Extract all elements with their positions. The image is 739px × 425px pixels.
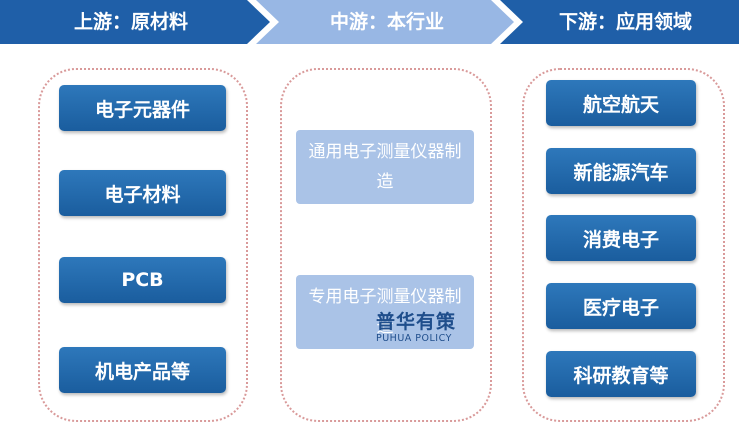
midstream-group [280,68,492,422]
upstream-item: 机电产品等 [59,347,226,393]
stage-arrow-downstream [500,0,739,44]
upstream-item: PCB [59,257,226,303]
downstream-item: 科研教育等 [546,351,696,397]
stage-arrow-midstream [256,0,514,44]
stage-label-downstream: 下游：应用领域 [558,11,692,33]
downstream-group [522,68,725,422]
downstream-item: 新能源汽车 [546,148,696,194]
midstream-item: 专用电子测量仪器制造 [296,275,474,349]
watermark-cn: 普华有策 [376,311,457,333]
downstream-item: 消费电子 [546,215,696,261]
stage-arrow-upstream [0,0,270,44]
puhua-policy-watermark: 普华有策 PUHUA POLICY [376,311,456,345]
stage-header-bar [0,0,739,44]
midstream-item: 通用电子测量仪器制造 [296,130,474,204]
upstream-item: 电子材料 [59,170,226,216]
upstream-item: 电子元器件 [59,85,226,131]
downstream-item: 医疗电子 [546,283,696,329]
stage-label-upstream: 上游：原材料 [73,11,188,33]
watermark-en: PUHUA POLICY [376,333,452,344]
upstream-group [38,68,248,422]
downstream-item: 航空航天 [546,80,696,126]
stage-label-midstream: 中游：本行业 [329,11,444,33]
